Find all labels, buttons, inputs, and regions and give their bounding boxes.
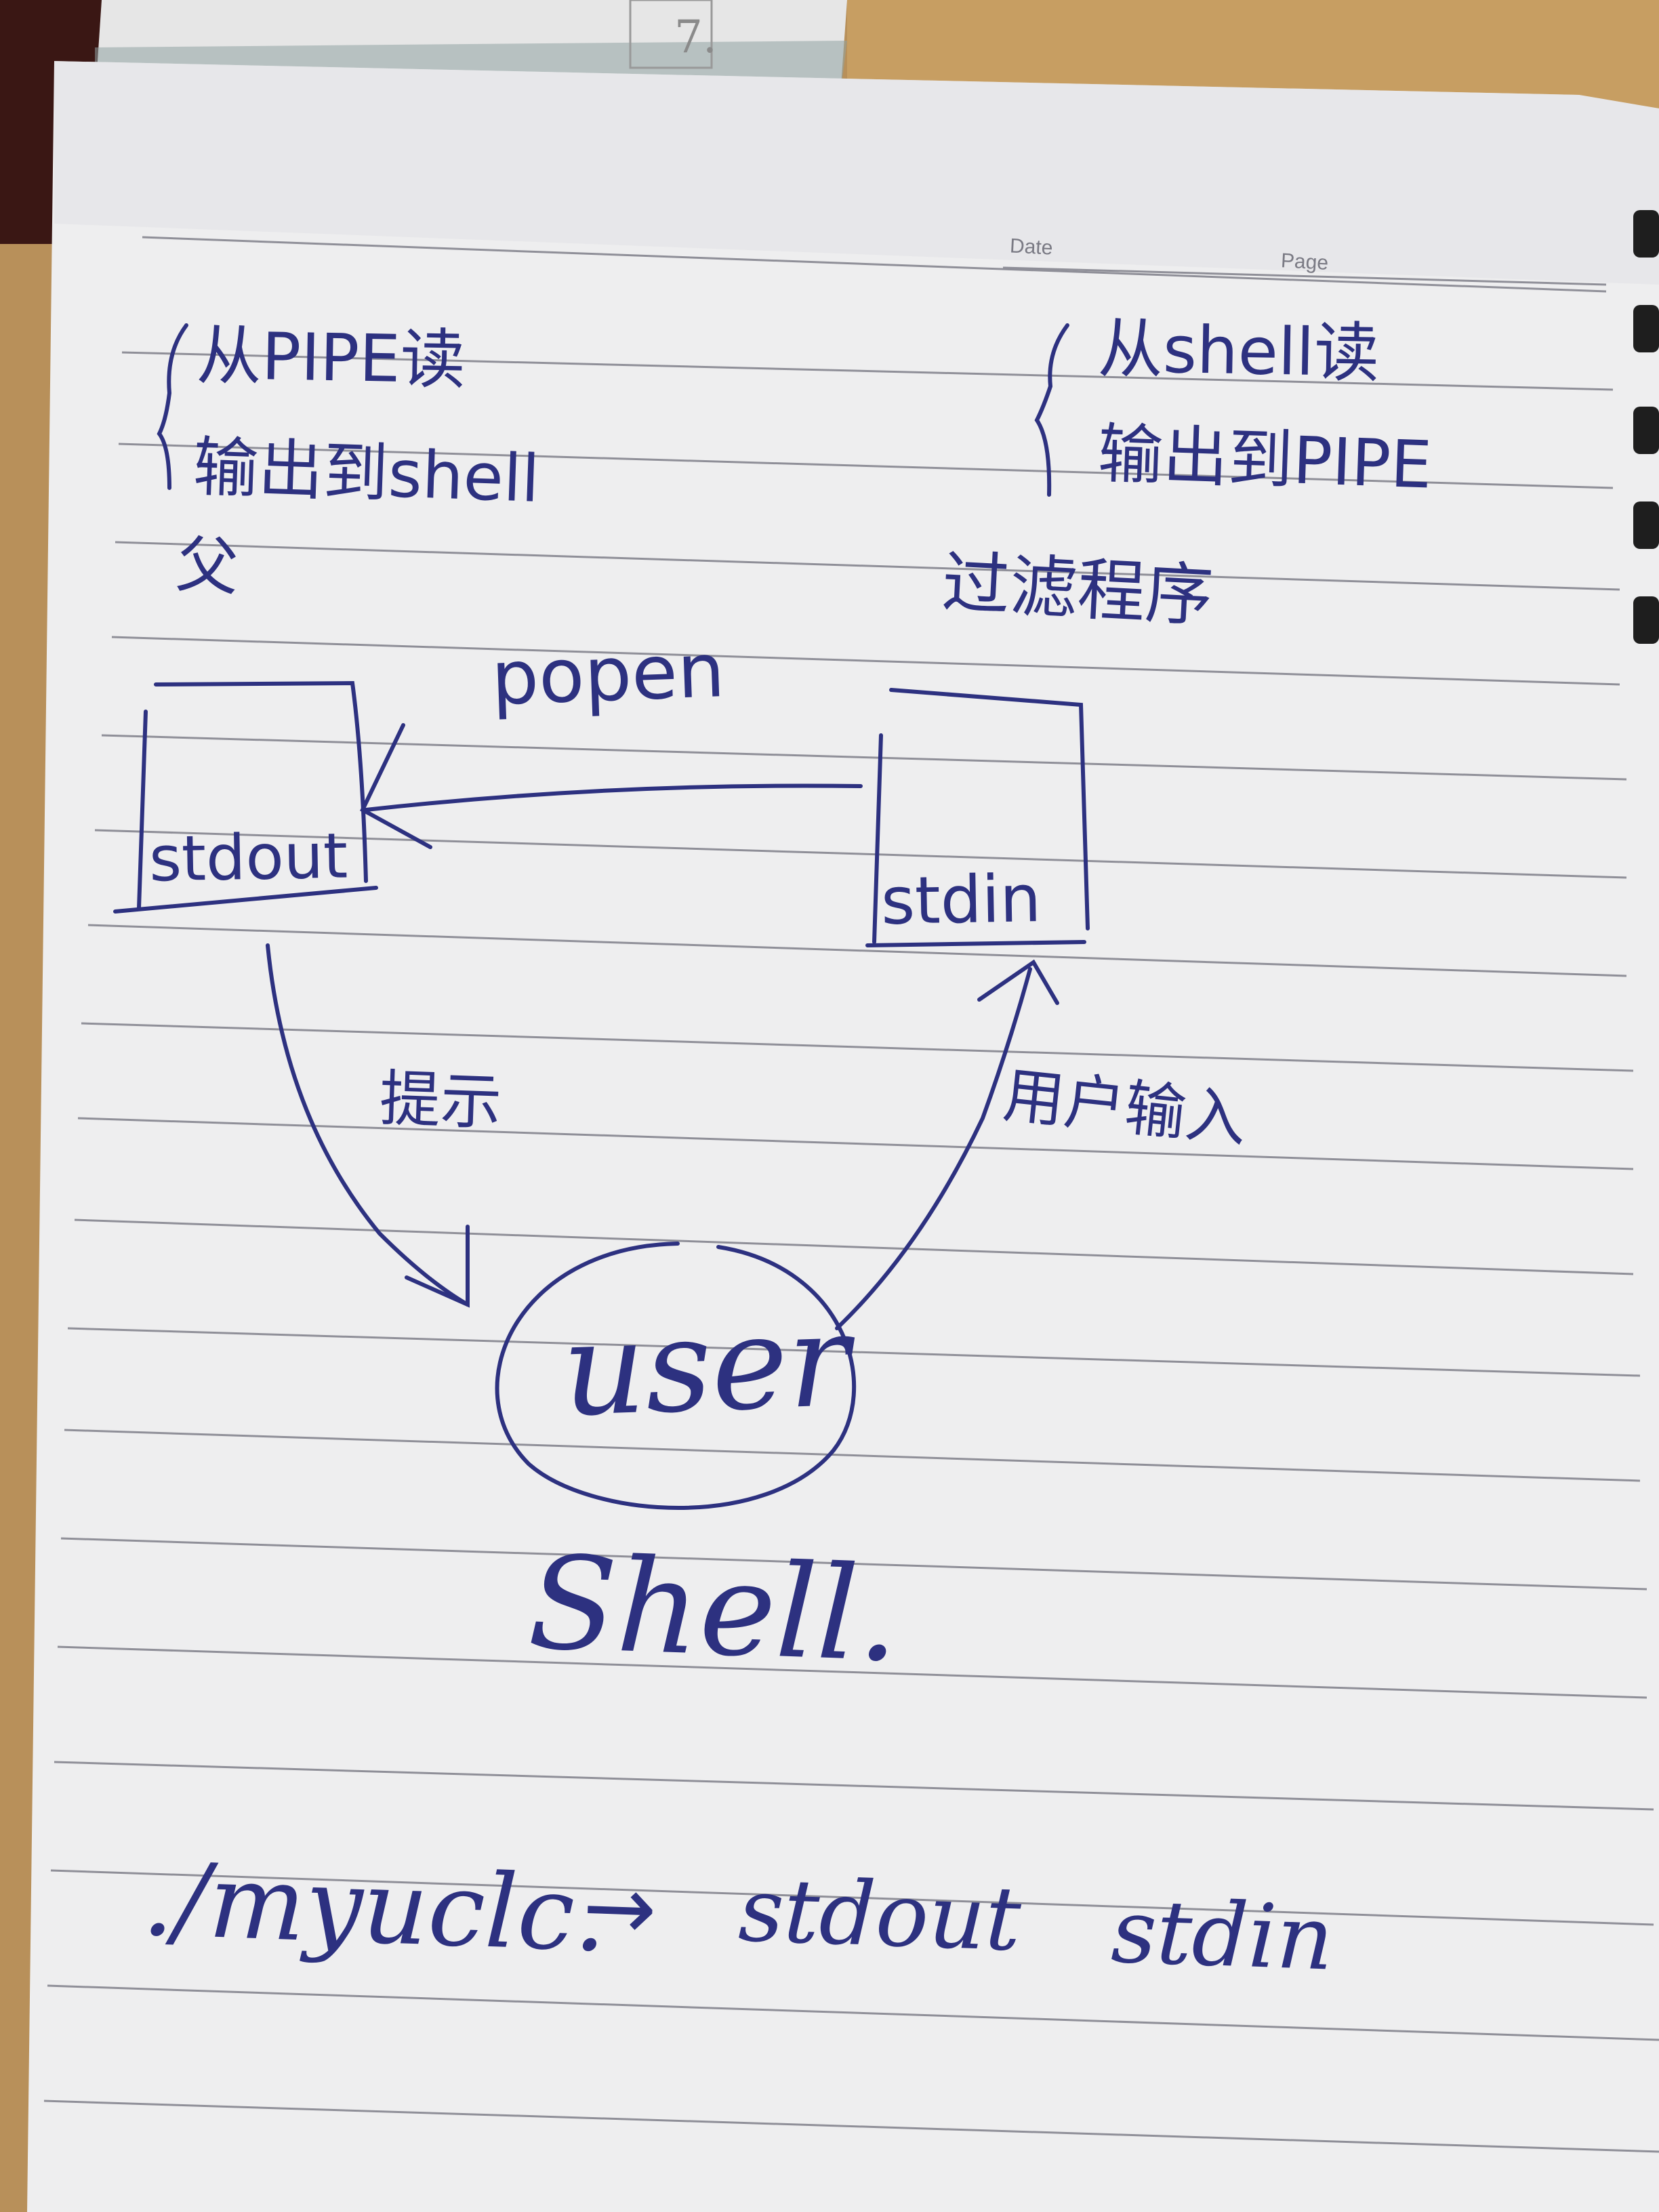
notebook-page [27,61,1659,2212]
command-program: ./myuclc. [140,1841,609,1975]
command-stdout: stdout [737,1858,1023,1971]
printed-date-label: Date [1009,234,1054,260]
stdout-box-label: stdout [148,819,348,896]
note-read-from-shell: 从shell读 [1097,310,1380,392]
user-label: user [560,1285,852,1446]
input-arrow [835,959,1059,1330]
stdin-box-label: stdin [880,860,1042,940]
right-brace [1034,323,1069,497]
brace-marks [157,323,1069,497]
user-circle [495,1242,857,1510]
corner-box [629,0,713,69]
stdout-box [113,680,378,914]
left-brace [157,323,188,490]
stdin-box [865,688,1090,947]
popen-arrow [360,723,863,849]
command-arrow: → [581,1855,659,1961]
page-shading [54,61,1659,285]
spiral-binding [1633,210,1659,644]
note-output-to-pipe: 输出到PIPE [1097,415,1433,504]
background-corner-mark: 7. [674,11,717,63]
note-output-to-shell: 输出到shell [192,429,541,517]
note-parent: 父 [173,527,241,605]
popen-label: popen [489,627,726,722]
command-stdin: stdin [1109,1879,1336,1990]
printed-page-label: Page [1280,249,1329,274]
shell-label: Shell. [526,1528,902,1691]
prompt-label: 提示 [378,1063,503,1139]
note-read-from-pipe: 从PIPE读 [196,317,466,398]
note-filter-program: 过滤程序 [940,542,1215,636]
ruled-lines [43,236,1659,2153]
prompt-arrow [266,943,470,1308]
